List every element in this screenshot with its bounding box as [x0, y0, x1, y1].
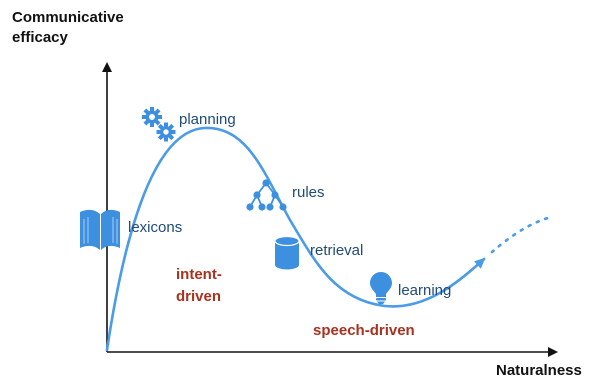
- learning-label: learning: [398, 282, 452, 299]
- intent-driven-line1: intent-: [176, 266, 222, 283]
- lightbulb-icon: [370, 272, 392, 304]
- speech-driven-label: speech-driven: [313, 322, 415, 339]
- planning-label: planning: [179, 111, 236, 128]
- gears-icon: [142, 107, 176, 142]
- retrieval-label: retrieval: [310, 242, 364, 259]
- database-icon: [274, 235, 300, 270]
- intent-driven-label: intent- driven: [176, 264, 222, 308]
- curve-continuation: [490, 216, 550, 254]
- tree-icon: [246, 179, 287, 211]
- x-axis-title: Naturalness: [496, 362, 582, 379]
- book-icon: [80, 209, 120, 250]
- y-axis-title: Communicative efficacy: [12, 8, 124, 48]
- intent-driven-line2: driven: [176, 288, 222, 305]
- rules-label: rules: [292, 184, 325, 201]
- y-axis-title-line1: Communicative: [12, 9, 124, 26]
- y-axis-title-line2: efficacy: [12, 29, 68, 46]
- lexicons-label: lexicons: [128, 219, 183, 236]
